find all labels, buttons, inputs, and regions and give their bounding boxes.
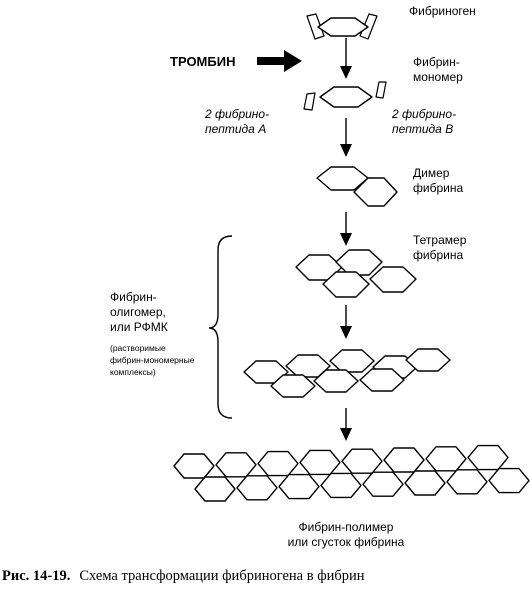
polymer-hexagon-14 (404, 470, 446, 496)
tetramer-label-line2: фибрина (413, 248, 463, 262)
tetramer-hexagon-3 (322, 271, 370, 298)
oligomer-label-line3: или РФМК (110, 320, 168, 334)
fibrinopeptide-a-label-line2: пептида А (205, 122, 266, 136)
arrow-fibrinogen-to-monomer (340, 38, 352, 79)
polymer-hexagon-7 (425, 446, 467, 472)
fibrinopeptide-b-shape (375, 81, 387, 99)
fibrinopeptide-b-label-line1: 2 фибрино- (391, 107, 456, 121)
monomer-label-line1: Фибрин- (413, 55, 460, 69)
oligomer-hexagon-8 (405, 348, 451, 372)
polymer-hexagon-1 (173, 453, 215, 479)
polymer-hexagon-4 (299, 449, 341, 476)
soluble-complexes-line1: (растворимые (110, 343, 166, 353)
figure-number: Рис. 14-19. (2, 568, 70, 584)
tetramer-label-line1: Тетрамер (413, 233, 467, 247)
dimer-hexagon-2 (353, 177, 398, 207)
arrow-oligomer-to-polymer (340, 408, 352, 441)
polymer-hexagon-12 (320, 472, 362, 499)
fibrin-dimer (316, 166, 398, 207)
fibrin-monomer (303, 81, 387, 111)
fibrinopeptide-a-shape (303, 92, 316, 111)
dimer-hexagon-1 (316, 166, 369, 191)
polymer-hexagon-16 (488, 467, 530, 494)
oligomer-label-line1: Фибрин- (110, 290, 157, 304)
polymer-hexagon-10 (236, 475, 278, 501)
oligomer-hexagon-5 (270, 374, 316, 398)
arrow-tetramer-to-oligomer (340, 305, 352, 339)
flow-arrows (340, 38, 352, 441)
tetramer-hexagon-2 (335, 249, 383, 276)
monomer-hexagon (319, 86, 373, 108)
polymer-hexagon-15 (446, 469, 488, 495)
polymer-hexagon-6 (383, 447, 425, 473)
fibrinogen-molecule (306, 13, 378, 40)
polymer-hexagon-5 (341, 448, 383, 474)
polymer-hexagon-11 (278, 473, 320, 500)
tetramer-hexagon-4 (369, 266, 417, 293)
polymer-label-line2: или сгусток фибрина (288, 535, 405, 549)
arrow-dimer-to-tetramer (340, 212, 352, 246)
polymer-hexagon-2 (215, 452, 257, 478)
oligomer-hexagon-6 (313, 369, 359, 393)
arrow-monomer-to-dimer (340, 118, 352, 157)
soluble-complexes-line2: фибрин-мономерные (110, 355, 195, 365)
figure-caption-text: Схема трансформации фибриногена в фибрин (79, 568, 364, 584)
polymer-hexagon-13 (362, 471, 404, 497)
dimer-label-line2: фибрина (413, 181, 463, 195)
fibrinogen-label: Фибриноген (409, 4, 476, 18)
oligomer-label-line2: олигомер, (110, 305, 166, 319)
dimer-label-line1: Димер (413, 166, 450, 180)
oligomer-hexagon-7 (359, 368, 405, 392)
fibrin-oligomer (243, 348, 451, 398)
thrombin-arrow (257, 50, 302, 72)
oligomer-brace (208, 235, 233, 419)
polymer-label-line1: Фибрин-полимер (299, 520, 394, 534)
fibrin-tetramer (295, 249, 417, 298)
polymer-hexagon-8 (467, 444, 509, 471)
fibrinogen-left-peptide (306, 13, 325, 40)
figure-caption: Рис. 14-19. Схема трансформации фибриног… (2, 567, 365, 584)
polymer-hexagon-3 (257, 450, 299, 477)
soluble-complexes-line3: комплексы) (110, 367, 156, 377)
fibrinogen-hexagon (317, 17, 369, 37)
fibrinopeptide-a-label-line1: 2 фибрино- (204, 107, 269, 121)
oligomer-hexagon-3 (329, 349, 375, 373)
thrombin-label: ТРОМБИН (170, 54, 235, 69)
fibrin-polymer (173, 444, 530, 502)
polymer-hexagon-9 (194, 476, 236, 502)
monomer-label-line2: мономер (413, 70, 463, 84)
fibrinopeptide-b-label-line2: пептида В (392, 122, 453, 136)
